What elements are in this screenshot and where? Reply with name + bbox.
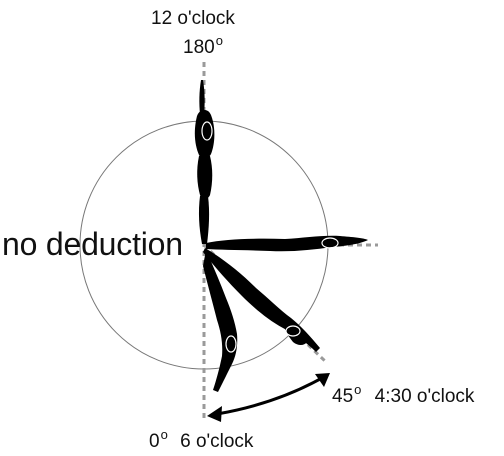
bottom-degree-value: 0 <box>149 431 160 452</box>
arrowhead-left <box>207 406 222 422</box>
top-clock-text: 12 o'clock <box>151 8 235 29</box>
top-degree-label: 180o <box>183 34 223 57</box>
degree-symbol: o <box>354 382 362 397</box>
right-degree-value: 45 <box>332 386 354 407</box>
arrowhead-right <box>315 373 330 387</box>
no-deduction-text: no deduction <box>2 226 183 262</box>
right-clock-text: 4:30 o'clock <box>374 386 475 407</box>
degree-symbol: o <box>215 33 223 48</box>
diver-silhouette-downward <box>203 250 238 392</box>
rotation-arc-arrow <box>207 373 330 422</box>
top-degree-value: 180 <box>183 37 215 58</box>
no-deduction-label: no deduction <box>2 228 183 260</box>
right-degree-clock-label: 45o 4:30 o'clock <box>332 383 474 406</box>
diver-silhouette-vertical <box>194 80 215 244</box>
bottom-degree-clock-label: 0o 6 o'clock <box>149 428 253 451</box>
bottom-clock-text: 6 o'clock <box>180 431 254 452</box>
top-clock-label: 12 o'clock <box>151 9 235 28</box>
diver-silhouette-diagonal <box>203 248 320 352</box>
degree-symbol: o <box>160 427 168 442</box>
diver-silhouette-horizontal <box>206 235 368 252</box>
